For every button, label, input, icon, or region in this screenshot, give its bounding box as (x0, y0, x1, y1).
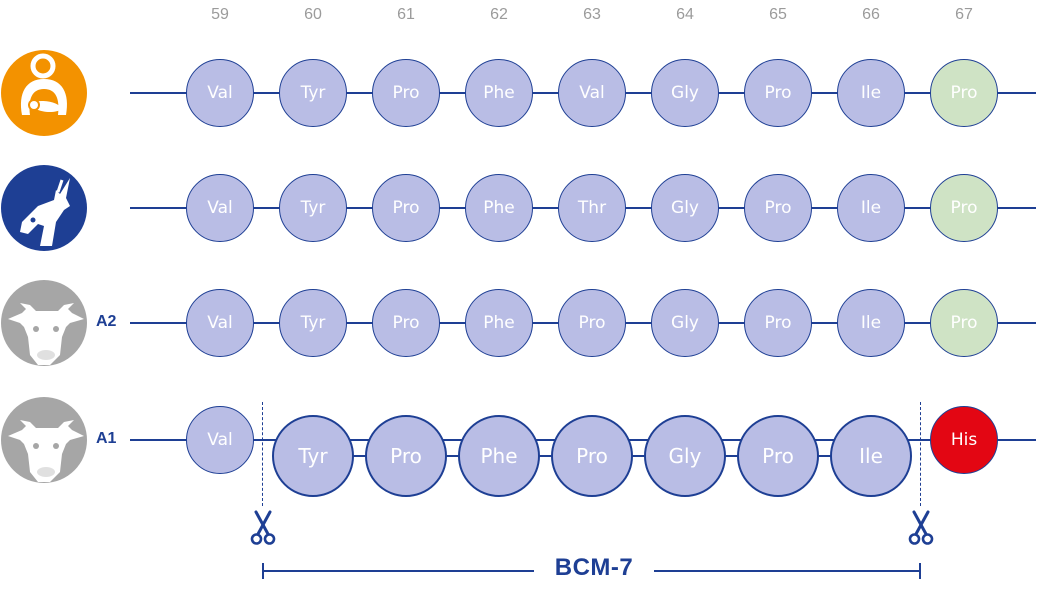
human-mother-baby-icon (1, 50, 87, 136)
scissors-icon (908, 510, 934, 545)
residue-gly: Gly (651, 59, 719, 127)
row-label: A2 (96, 313, 117, 330)
residue-pro: Pro (372, 59, 440, 127)
position-number: 65 (769, 6, 787, 23)
residue-tyr: Tyr (279, 59, 347, 127)
residue-tyr: Tyr (279, 289, 347, 357)
residue-pro: Pro (558, 289, 626, 357)
bcm-bracket-line-left (262, 569, 534, 573)
residue-ile: Ile (830, 415, 912, 497)
residue-tyr: Tyr (279, 174, 347, 242)
residue-pro: Pro (365, 415, 447, 497)
bcm-bracket-line-right (654, 569, 921, 573)
residue-ile: Ile (837, 59, 905, 127)
goat-icon (1, 165, 87, 251)
position-number: 59 (211, 6, 229, 23)
residue-val: Val (186, 174, 254, 242)
cleavage-dashed-line (262, 402, 264, 506)
residue-val: Val (186, 289, 254, 357)
residue-val: Val (558, 59, 626, 127)
residue-pro: Pro (372, 174, 440, 242)
position-number: 62 (490, 6, 508, 23)
residue-gly: Gly (644, 415, 726, 497)
residue-pro: Pro (372, 289, 440, 357)
position-number: 61 (397, 6, 415, 23)
residue-ile: Ile (837, 174, 905, 242)
residue-pro: Pro (930, 174, 998, 242)
residue-val: Val (186, 406, 254, 474)
position-number: 66 (862, 6, 880, 23)
residue-pro: Pro (930, 59, 998, 127)
residue-val: Val (186, 59, 254, 127)
residue-gly: Gly (651, 174, 719, 242)
row-label: A1 (96, 430, 117, 447)
position-number: 60 (304, 6, 322, 23)
residue-pro: Pro (737, 415, 819, 497)
residue-phe: Phe (458, 415, 540, 497)
residue-tyr: Tyr (272, 415, 354, 497)
residue-ile: Ile (837, 289, 905, 357)
residue-phe: Phe (465, 59, 533, 127)
residue-pro: Pro (744, 59, 812, 127)
residue-pro: Pro (551, 415, 633, 497)
cleavage-dashed-line (920, 402, 922, 506)
residue-phe: Phe (465, 289, 533, 357)
cow-icon (1, 397, 87, 483)
position-number: 63 (583, 6, 601, 23)
residue-gly: Gly (651, 289, 719, 357)
residue-pro: Pro (930, 289, 998, 357)
position-number: 67 (955, 6, 973, 23)
cow-icon (1, 280, 87, 366)
residue-thr: Thr (558, 174, 626, 242)
scissors-icon (250, 510, 276, 545)
position-number: 64 (676, 6, 694, 23)
residue-pro: Pro (744, 289, 812, 357)
fragment-label: BCM-7 (554, 554, 634, 581)
residue-pro: Pro (744, 174, 812, 242)
residue-phe: Phe (465, 174, 533, 242)
residue-his: His (930, 406, 998, 474)
